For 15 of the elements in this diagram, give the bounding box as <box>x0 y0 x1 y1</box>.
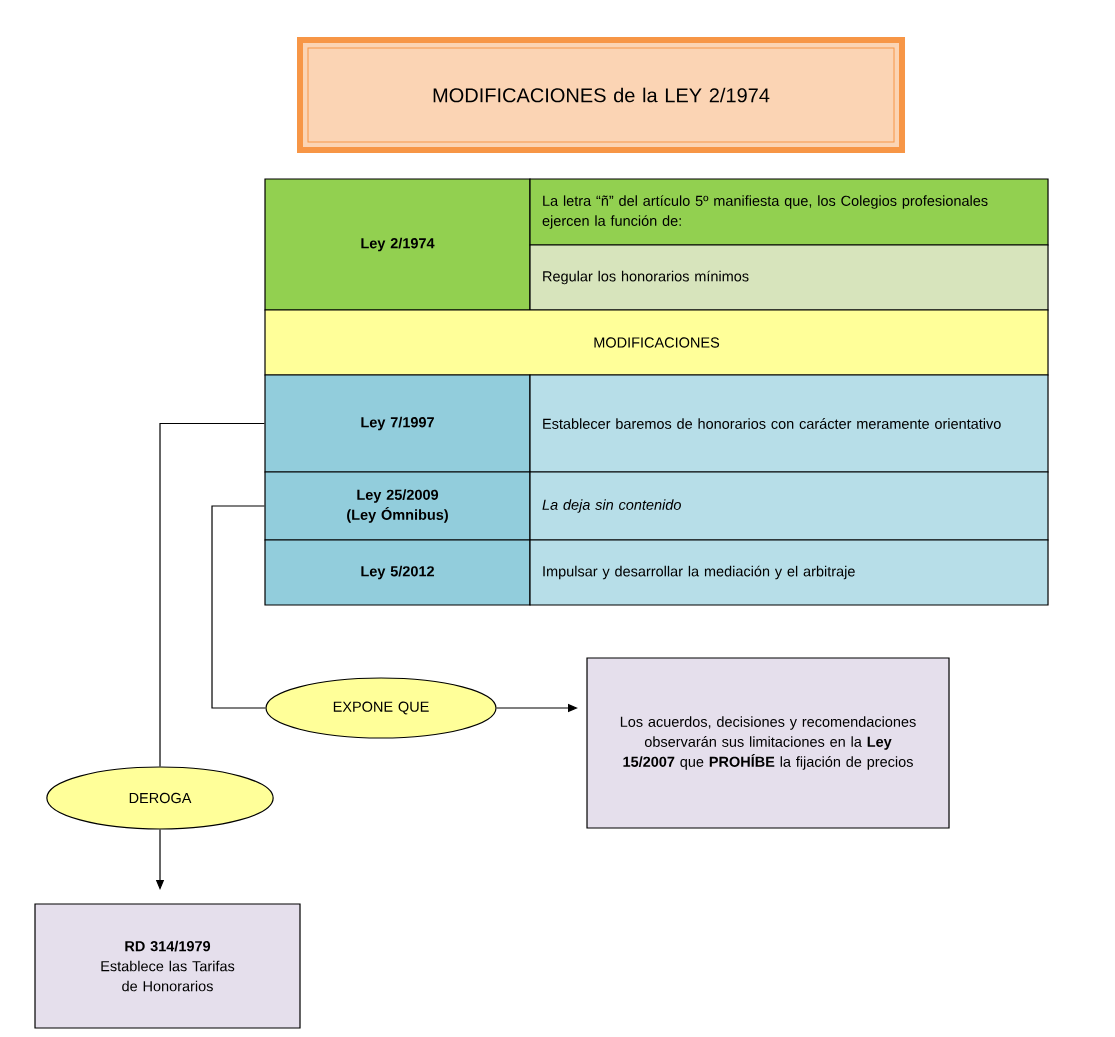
table-cell: Ley 25/2009 (Ley Ómnibus) <box>264 471 531 541</box>
title-box: MODIFICACIONES de la LEY 2/1974 <box>297 37 905 153</box>
table-cell: La deja sin contenido <box>529 471 1049 541</box>
table-cell: Impulsar y desarrollar la mediación y el arbitraje <box>529 539 1049 606</box>
text-box: Los acuerdos, decisiones y recomendaciones observarán sus limitaciones en la Ley 15/2007 que PROHÍBE la fijación de precios <box>586 657 950 829</box>
table-cell: Ley 2/1974 <box>264 178 531 311</box>
connector <box>159 422 265 767</box>
table-cell: MODIFICACIONES <box>264 309 1049 376</box>
text-box: RD 314/1979 Establece las Tarifas de Honorarios <box>34 903 301 1029</box>
table-cell: Ley 7/1997 <box>264 374 531 473</box>
table-cell: Ley 5/2012 <box>264 539 531 606</box>
table-cell: Regular los honorarios mínimos <box>529 244 1049 311</box>
table-cell: La letra “ñ” del artículo 5º manifiesta que, los Colegios profesionales ejercen la función de: <box>529 178 1049 246</box>
connector <box>211 505 266 709</box>
table-cell: Establecer baremos de honorarios con carácter meramente orientativo <box>529 374 1049 473</box>
